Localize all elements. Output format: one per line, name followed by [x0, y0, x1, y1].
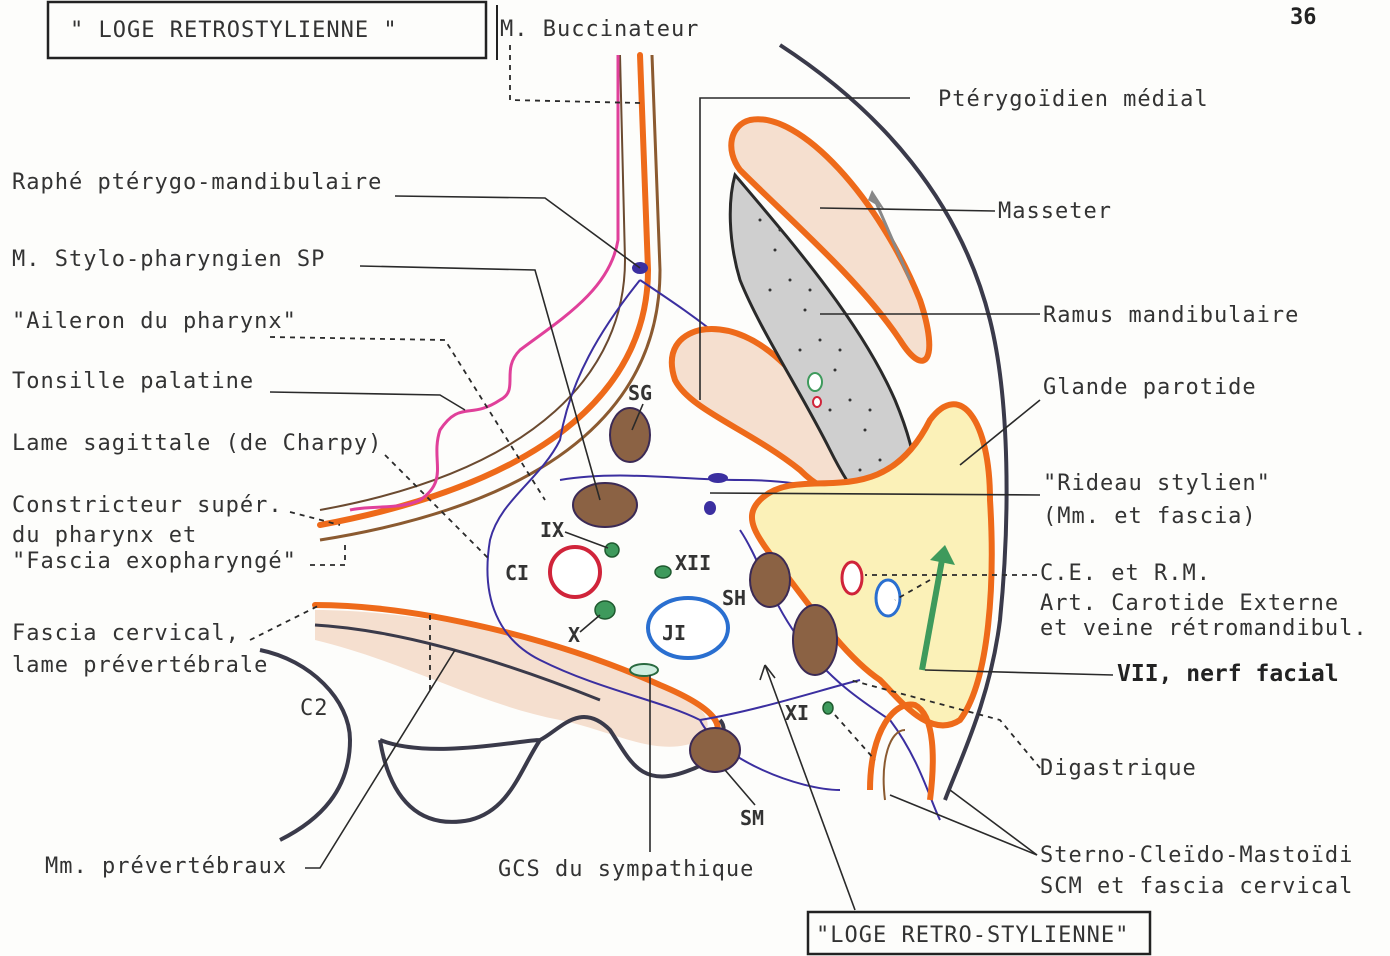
label-masseter: Masseter	[998, 199, 1112, 224]
label-sh: SH	[722, 586, 746, 610]
leader-tonsille	[270, 392, 465, 410]
nerve-xi	[823, 702, 833, 714]
digastrique-muscle	[793, 605, 837, 675]
leader-sm	[725, 770, 755, 805]
label-prevertebraux: Mm. prévertébraux	[45, 854, 287, 879]
styloid-tip	[708, 473, 728, 483]
leader-loge	[765, 665, 855, 910]
label-constricteur-2: du pharynx et	[12, 523, 197, 548]
leader-xi	[835, 715, 875, 760]
label-sg: SG	[628, 381, 652, 405]
vertebra-foramen	[380, 740, 540, 822]
label-digastrique: Digastrique	[1040, 756, 1197, 781]
label-fascia-cervical-1: Fascia cervical,	[12, 621, 240, 646]
label-raphe: Raphé ptérygo-mandibulaire	[12, 170, 382, 195]
label-ix: IX	[540, 518, 564, 542]
label-buccinateur: M. Buccinateur	[500, 17, 699, 42]
label-xii: XII	[675, 551, 711, 575]
label-rideau-2: (Mm. et fascia)	[1043, 504, 1257, 529]
label-gcs: GCS du sympathique	[498, 857, 754, 882]
nerve-ix	[605, 543, 619, 557]
jugulaire-interne	[648, 598, 728, 658]
leader-scm-b	[890, 795, 1037, 855]
sp-muscle	[573, 483, 637, 527]
gcs-ganglion	[630, 664, 658, 676]
bottom-box-text: "LOGE RETRO-STYLIENNE"	[816, 923, 1129, 948]
sm-muscle	[690, 728, 740, 772]
leader-scm-a	[950, 790, 1037, 855]
sh-muscle	[750, 553, 790, 607]
leader-prevertebraux	[305, 650, 455, 868]
carotide-interne	[550, 547, 600, 597]
leader-fascia-cervical	[250, 605, 320, 640]
sg-muscle	[610, 408, 650, 462]
leader-constricteur-bracket	[310, 545, 345, 565]
vessel-small-red	[813, 397, 821, 407]
title-text: " LOGE RETROSTYLIENNE "	[70, 18, 398, 43]
nerve-xii	[655, 566, 671, 578]
leader-constricteur	[290, 512, 340, 525]
label-aileron: "Aileron du pharynx"	[12, 309, 297, 334]
label-parotide: Glande parotide	[1043, 375, 1257, 400]
label-c2: C2	[300, 696, 329, 721]
vessel-small-green	[808, 373, 822, 391]
carotide-externe	[842, 562, 862, 594]
fascia-lower	[700, 680, 860, 720]
label-xi: XI	[785, 701, 809, 725]
label-stylopharyngien: M. Stylo-pharyngien SP	[12, 247, 325, 272]
label-sm: SM	[740, 806, 764, 830]
label-veine: et veine rétromandibul.	[1040, 616, 1368, 641]
page-number: 36	[1290, 5, 1317, 30]
leader-x	[580, 615, 600, 632]
label-art-carotide: Art. Carotide Externe	[1040, 591, 1339, 616]
veine-retromandibulaire	[876, 580, 900, 616]
label-scm-2: SCM et fascia cervical	[1040, 874, 1353, 899]
label-rideau-1: "Rideau stylien"	[1043, 471, 1271, 496]
scm-muscle-inner	[884, 730, 905, 800]
label-x: X	[568, 623, 580, 647]
label-constricteur-3: "Fascia exopharyngé"	[12, 549, 297, 574]
styloid-process	[704, 501, 716, 515]
label-tonsille: Tonsille palatine	[12, 369, 254, 394]
leader-raphe	[395, 196, 640, 268]
label-ce-rm: C.E. et R.M.	[1040, 561, 1211, 586]
label-lame-sagittale: Lame sagittale (de Charpy)	[12, 431, 382, 456]
label-ramus: Ramus mandibulaire	[1043, 303, 1299, 328]
label-fascia-cervical-2: lame prévertébrale	[12, 653, 268, 678]
label-pterygoidien: Ptérygoïdien médial	[938, 87, 1209, 112]
label-scm-1: Sterno-Cleïdo-Mastoïdi	[1040, 843, 1353, 868]
vertebra-c2-outline	[260, 650, 350, 840]
label-vii: VII, nerf facial	[1117, 661, 1339, 687]
leader-aileron	[270, 337, 545, 500]
label-constricteur-1: Constricteur supér.	[12, 493, 283, 518]
label-ji: JI	[662, 621, 686, 645]
label-ci: CI	[505, 561, 529, 585]
buccinateur-band-inner	[320, 55, 660, 540]
